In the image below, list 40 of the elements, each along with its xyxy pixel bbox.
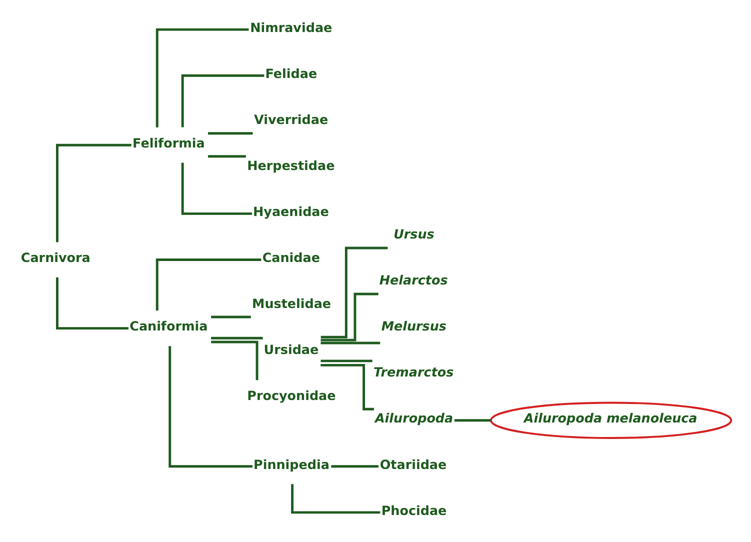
node-ellipse: Ailuropoda melanoleuca [490, 402, 732, 439]
node-text: Hyaenidae [253, 205, 329, 220]
connector [211, 336, 263, 340]
connector [454, 419, 491, 422]
node-text: Canidae [262, 251, 320, 266]
connector [181, 162, 252, 215]
node-text: Pinnipedia [254, 458, 330, 473]
connector [211, 340, 258, 380]
node-text: Helarctos [379, 274, 448, 289]
connector [211, 316, 251, 318]
node-text: Caniformia [130, 320, 208, 335]
connector [320, 246, 388, 338]
connector [208, 155, 246, 158]
node-text: Phocidae [381, 504, 447, 519]
connector [181, 74, 264, 128]
connector [320, 342, 380, 344]
connector [156, 28, 249, 128]
node-text: Ursidae [264, 343, 319, 358]
connector [331, 465, 379, 468]
node-text: Nimravidae [250, 20, 332, 36]
connector [56, 277, 128, 330]
connector [156, 258, 262, 311]
connector [291, 484, 380, 514]
node-text: Feliformia [132, 136, 205, 152]
node-text: Mustelidae [252, 297, 332, 312]
connector [56, 144, 132, 242]
connector [208, 132, 253, 135]
node-text: Felidae [265, 66, 318, 82]
node-text: Ailuropoda [374, 412, 454, 427]
connector [320, 360, 372, 362]
node-text: Melursus [381, 320, 447, 335]
node-text: Otariidae [380, 458, 447, 473]
connector [168, 346, 252, 468]
node-text: Viverridae [254, 112, 328, 128]
node-text: Herpestidae [247, 159, 335, 174]
node-text: Tremarctos [373, 366, 454, 381]
node-text: Ursus [394, 228, 434, 243]
node-text: Procyonidae [247, 389, 336, 404]
connector [320, 292, 378, 342]
node-text: Carnivora [20, 251, 90, 266]
